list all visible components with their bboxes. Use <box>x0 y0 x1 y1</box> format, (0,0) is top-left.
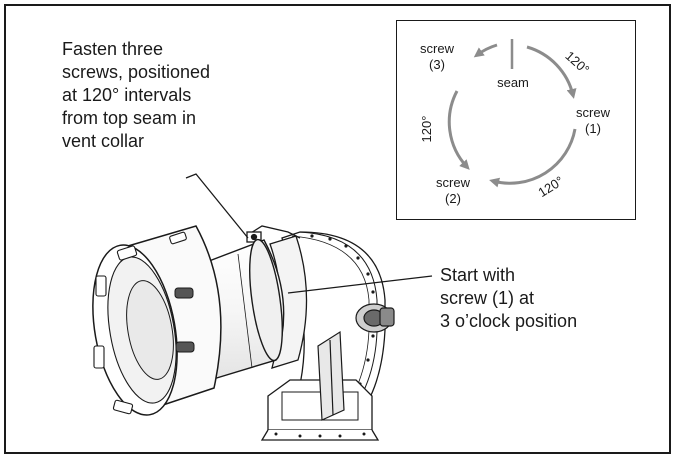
start-screw-instruction: Start with screw (1) at 3 o’clock positi… <box>440 264 577 333</box>
seam-label: seam <box>497 75 529 90</box>
instruction-line: screws, positioned <box>62 62 211 82</box>
fasten-screws-instruction: Fasten three screws, positioned at 120° … <box>62 38 210 153</box>
elbow-body <box>281 231 386 421</box>
side-bracket <box>317 330 345 421</box>
screw-rotation-arrows <box>447 39 577 188</box>
leader-lines <box>185 173 433 294</box>
instruction-line: Start with <box>440 265 516 285</box>
screw1-label: screw (1) <box>576 105 610 136</box>
screw-position-inset: screw (3) seam screw (1) screw (2) 120° … <box>396 20 636 220</box>
angle-label-left: 120° <box>419 115 434 143</box>
intake-ring <box>92 225 222 416</box>
screw2-label: screw (2) <box>436 175 470 206</box>
screw3-label: screw (3) <box>420 41 454 72</box>
instruction-line: from top seam in <box>62 108 197 128</box>
instruction-line: 3 o’clock position <box>440 311 578 331</box>
instruction-line: at 120° intervals <box>62 85 192 105</box>
instruction-line: Fasten three <box>62 39 164 59</box>
pressure-fitting <box>355 303 395 333</box>
base-flange <box>260 379 380 441</box>
instruction-line: screw (1) at <box>440 288 535 308</box>
instruction-line: vent collar <box>62 131 145 151</box>
